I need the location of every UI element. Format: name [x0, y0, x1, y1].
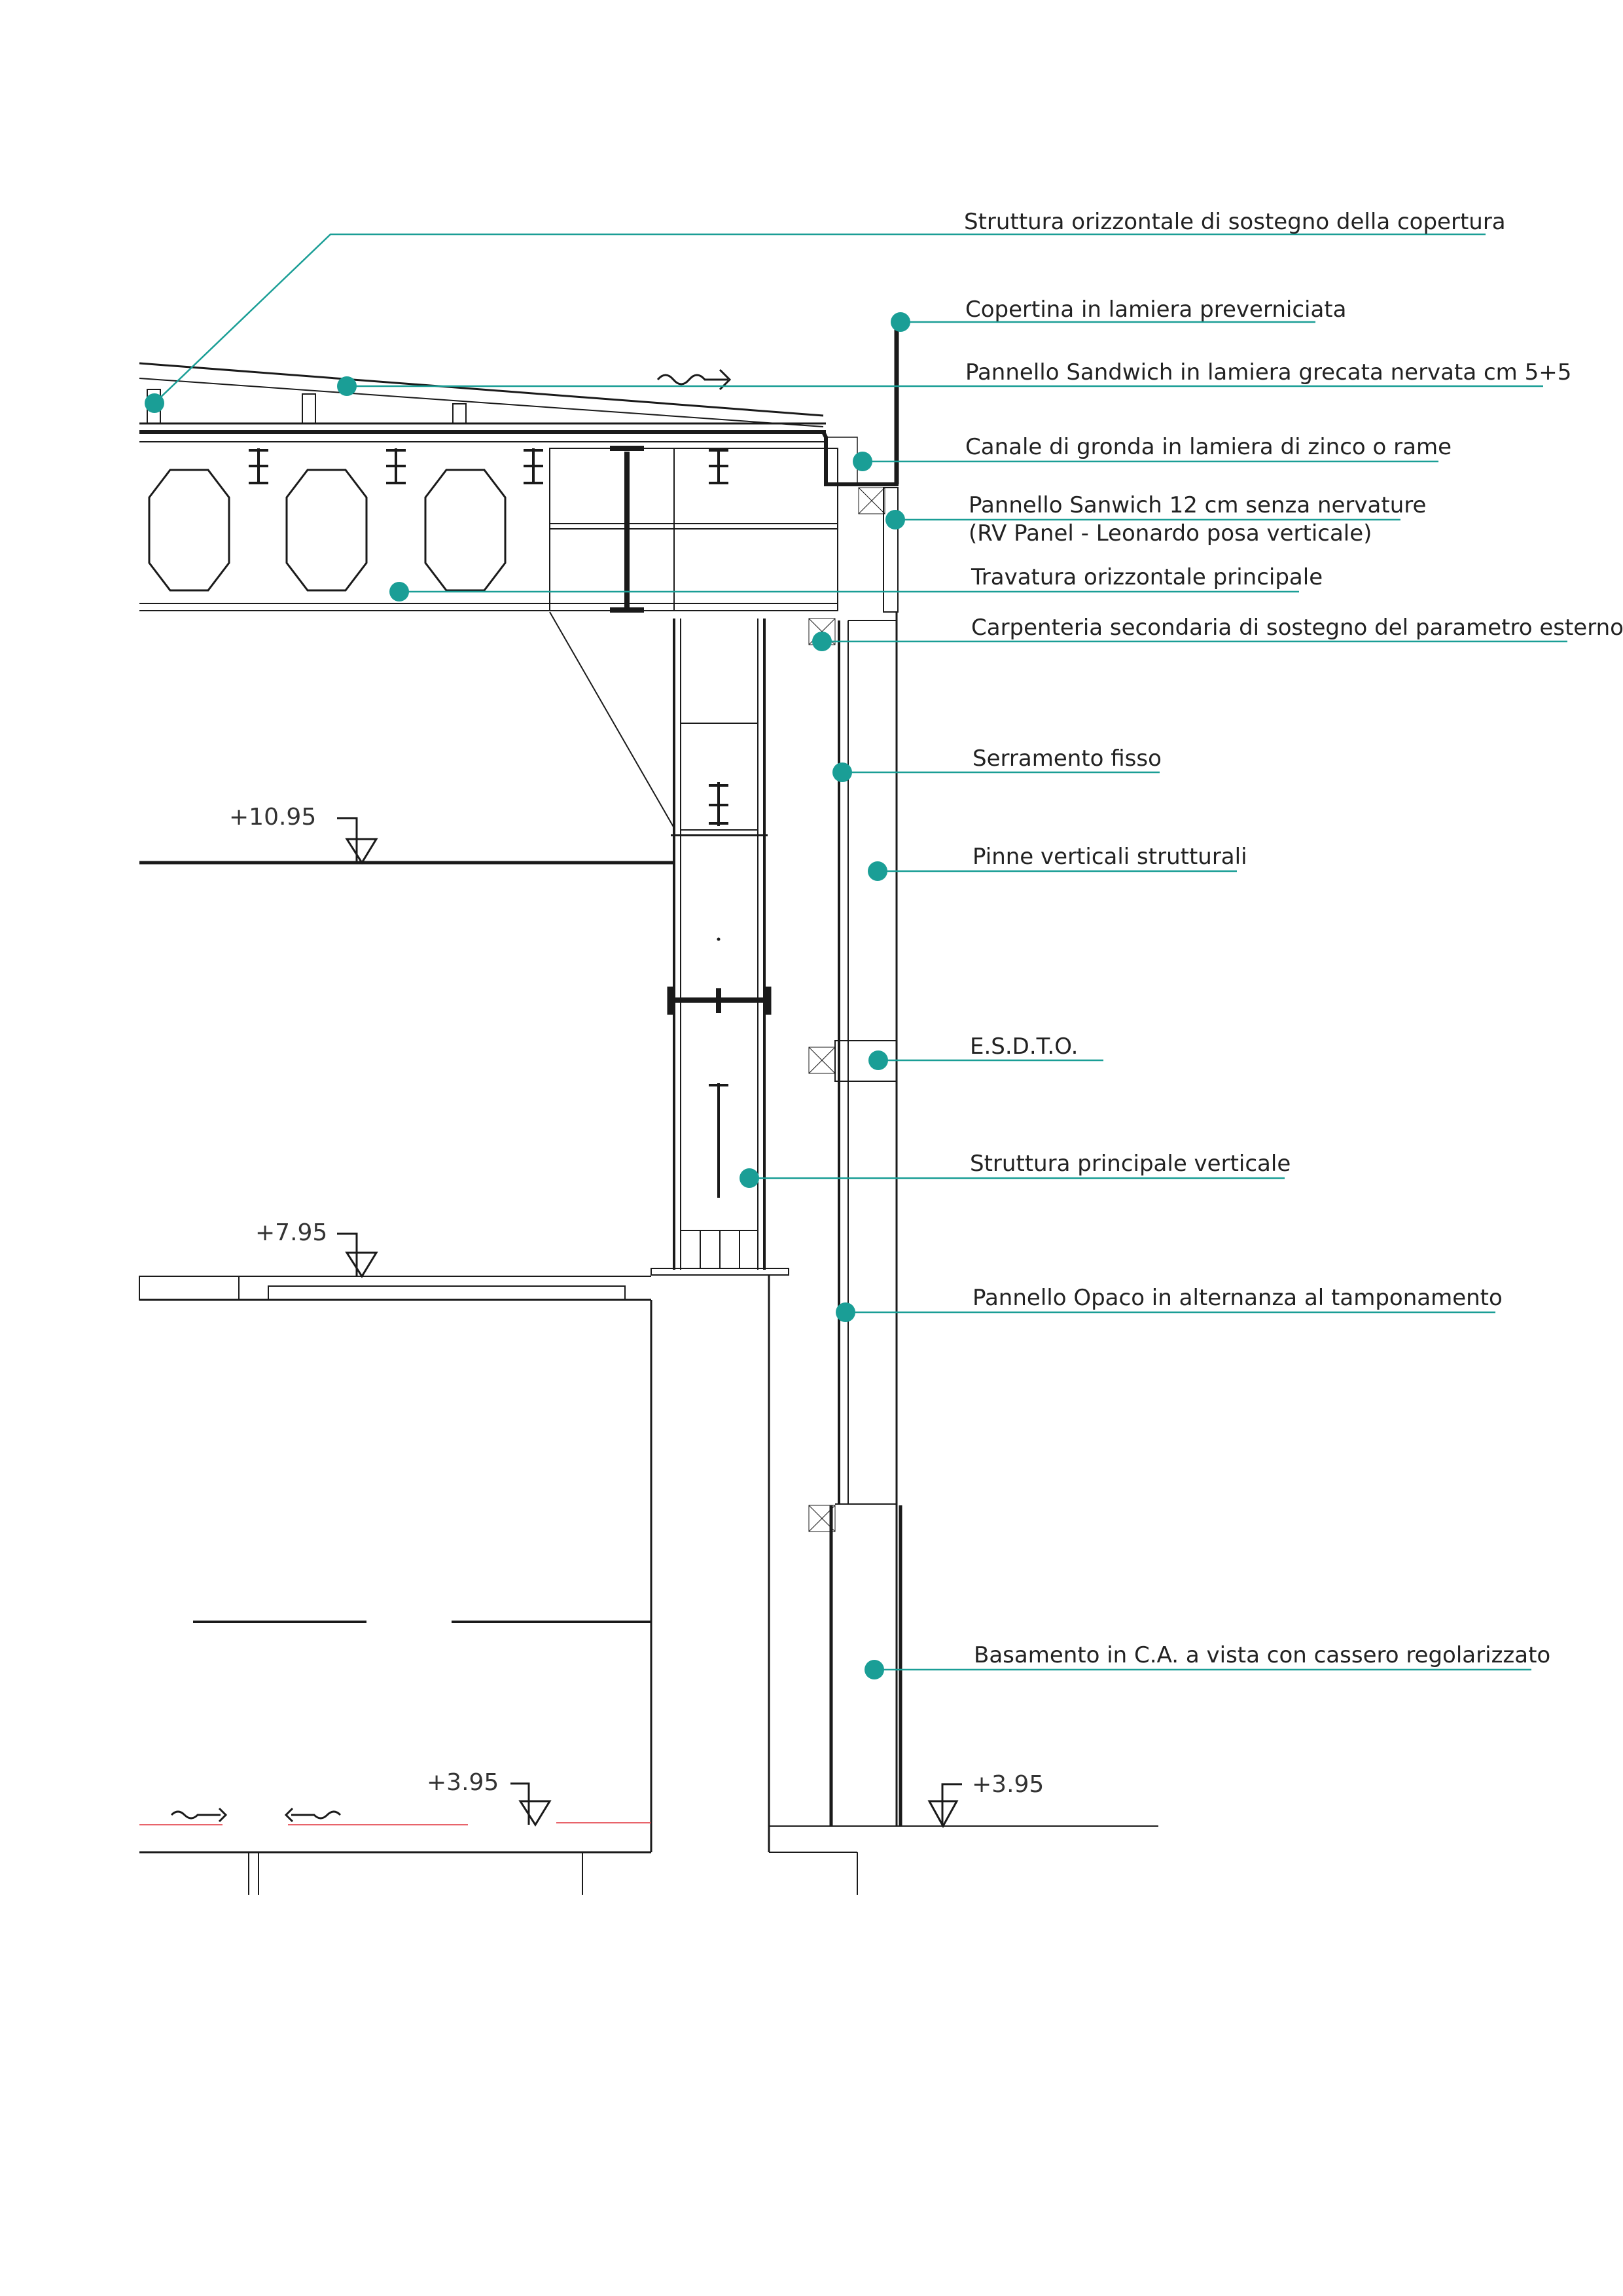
- leader-dots: [145, 312, 910, 1679]
- label-panel-12cm: Pannello Sanwich 12 cm senza nervature: [969, 492, 1426, 518]
- label-concrete-base: Basamento in C.A. a vista con cassero re…: [974, 1642, 1550, 1668]
- label-panel-12cm-note: (RV Panel - Leonardo posa verticale): [969, 520, 1372, 547]
- facade: [808, 612, 902, 1826]
- label-vertical-fins: Pinne verticali strutturali: [972, 844, 1247, 870]
- label-sandwich-panel: Pannello Sandwich in lamiera grecata ner…: [965, 359, 1571, 386]
- label-roof-support: Struttura orizzontale di sostegno della …: [964, 209, 1506, 235]
- label-gutter: Canale di gronda in lamiera di zinco o r…: [965, 434, 1452, 460]
- level-10-95: +10.95: [229, 804, 316, 831]
- flow-arrow-icons: [170, 368, 732, 1823]
- label-secondary-frame: Carpenteria secondaria di sostegno del p…: [971, 615, 1623, 641]
- level-3-95-left: +3.95: [427, 1769, 499, 1796]
- label-opaque-panel: Pannello Opaco in alternanza al tamponam…: [972, 1285, 1503, 1311]
- roof-structure: [139, 362, 838, 829]
- level-7-95: +7.95: [255, 1219, 327, 1246]
- gutter-and-coping: [821, 321, 899, 613]
- label-main-beam: Travatura orizzontale principale: [971, 564, 1323, 590]
- label-coping: Copertina in lamiera preverniciata: [965, 296, 1346, 323]
- floors: [139, 861, 1158, 1895]
- vertical-column: [651, 619, 789, 1276]
- label-fixed-window: Serramento fisso: [972, 745, 1162, 772]
- leaders: [154, 233, 1567, 1671]
- label-esdto: E.S.D.T.O.: [970, 1033, 1078, 1060]
- label-vertical-structure: Struttura principale verticale: [970, 1151, 1291, 1177]
- level-3-95-right: +3.95: [972, 1771, 1044, 1798]
- level-markers: [337, 817, 962, 1829]
